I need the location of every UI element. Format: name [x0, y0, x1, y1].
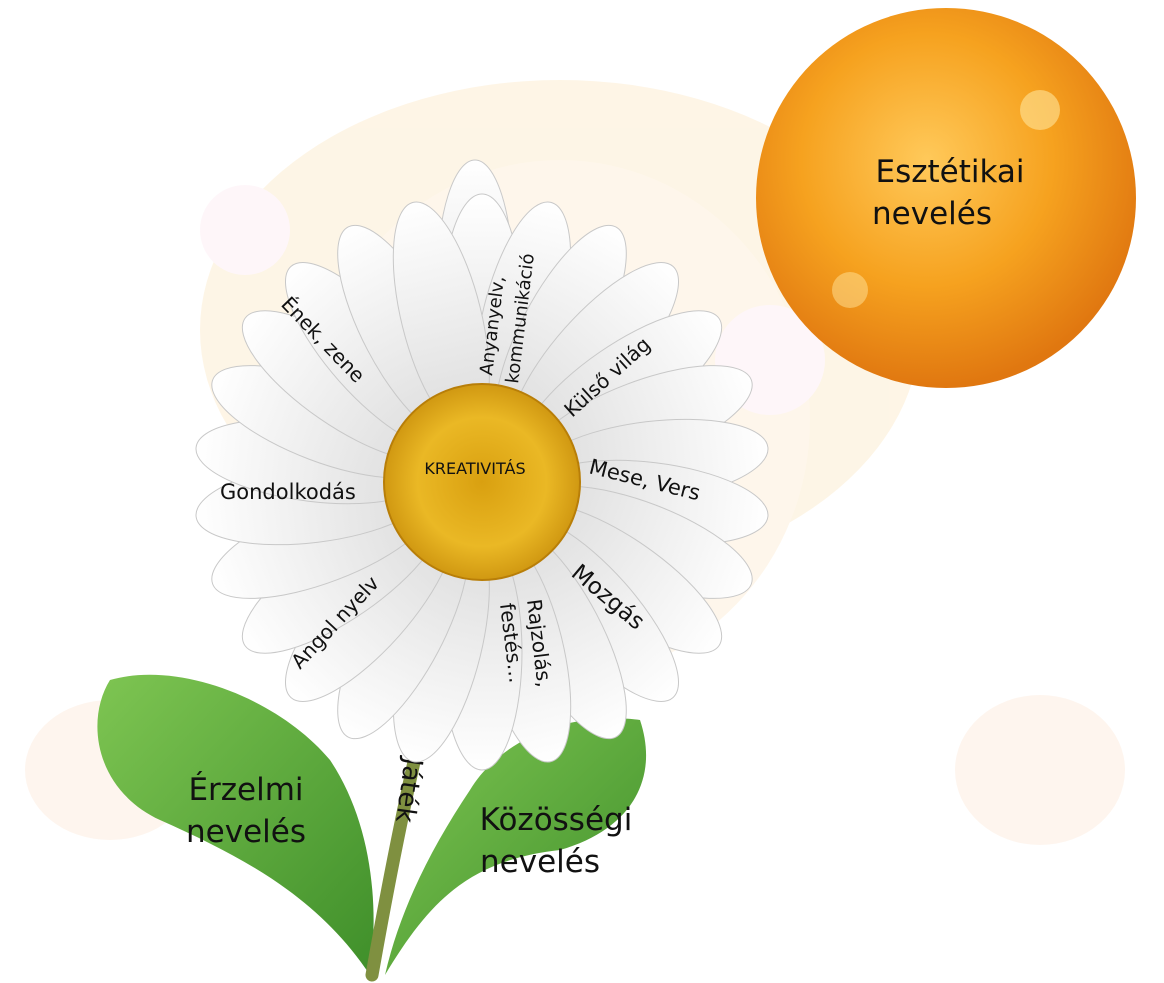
leaf-left-label-line1: Érzelmi [188, 772, 303, 808]
center-label: KREATIVITÁS [424, 459, 525, 478]
stem-label: Játék [389, 754, 428, 824]
sun: Esztétikai nevelés [756, 8, 1136, 388]
leaf-right-label-line2: nevelés [480, 844, 600, 880]
petal-label-gondolkodas: Gondolkodás [220, 480, 356, 504]
leaf-right-label-line1: Közösségi [480, 802, 633, 838]
sun-label-line2: nevelés [872, 196, 992, 232]
sun-label-line1: Esztétikai [875, 154, 1024, 190]
leaf-left-label-line2: nevelés [186, 814, 306, 850]
flower-center: KREATIVITÁS [384, 384, 580, 580]
